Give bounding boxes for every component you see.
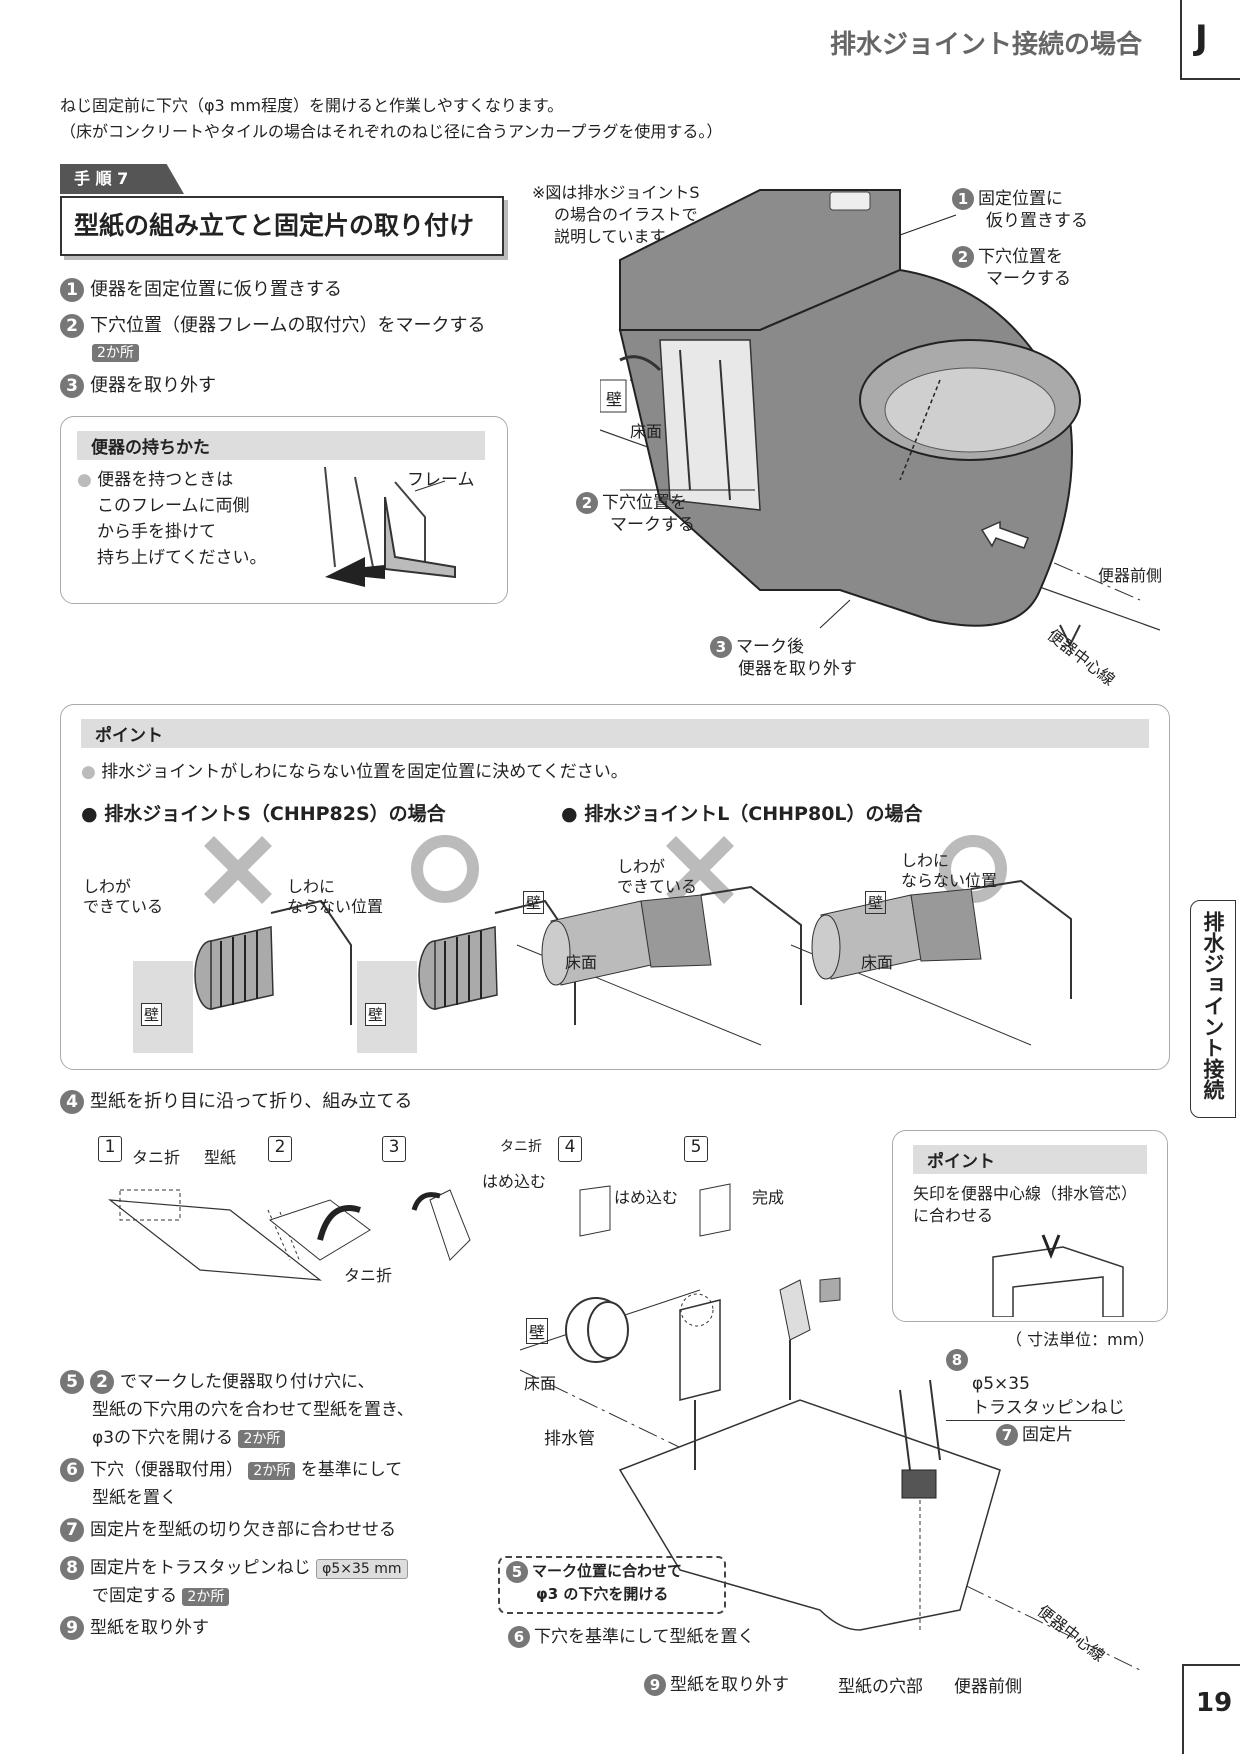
cross-mark-l xyxy=(666,836,734,904)
fold-step-5-num: 5 xyxy=(684,1136,708,1162)
s-wall-label-2: 壁 xyxy=(365,1003,387,1026)
figure-floor-label: 床面 xyxy=(630,422,663,441)
figure-front-label: 便器前側 xyxy=(1098,566,1163,585)
frame-illustration xyxy=(324,466,456,587)
point-box-bullet: ● 排水ジョイントがしわにならない位置を固定位置に決めてください。 xyxy=(81,762,628,782)
point-box-2-title: ポイント xyxy=(913,1145,1147,1174)
section-tab-letter: J xyxy=(1195,18,1208,58)
install-wall-label: 壁 xyxy=(526,1318,549,1344)
carry-box-text: ● 便器を持つときは このフレームに両側 から手を掛けて 持ち上げてください。 xyxy=(77,470,267,568)
fold-step-3-num: 3 xyxy=(382,1136,406,1162)
case-s-heading: ● 排水ジョイントS（CHHP82S）の場合 xyxy=(81,803,446,825)
step-label: 手 順 7 xyxy=(60,164,184,194)
screw-callout: 8 φ5×35 トラスタッピンねじ xyxy=(946,1348,1125,1421)
toilet-illustration xyxy=(600,189,1160,648)
fold-illustrations xyxy=(108,1183,731,1281)
case-l-heading: ● 排水ジョイントL（CHHP80L）の場合 xyxy=(561,803,923,825)
carry-box: 便器の持ちかた ● 便器を持つときは このフレームに両側 から手を掛けて 持ち上… xyxy=(60,416,508,604)
side-tab: 排水ジョイント接続 xyxy=(1190,900,1236,1118)
fold-label-taniori-2: タニ折 xyxy=(344,1266,393,1285)
s-no-wrinkle-label: しわに ならない位置 xyxy=(287,877,384,916)
cross-mark-s xyxy=(204,836,272,904)
l-wall-label-2: 壁 xyxy=(865,891,887,914)
l-floor-label-2: 床面 xyxy=(861,953,894,972)
fold-step-4-num: 4 xyxy=(558,1136,582,1162)
unit-note: （ 寸法単位：mm） xyxy=(1006,1330,1155,1349)
circle-mark-l xyxy=(939,835,1007,903)
l-wall-label-1: 壁 xyxy=(523,891,545,914)
fold-label-kansei: 完成 xyxy=(752,1188,785,1207)
point-box-title: ポイント xyxy=(81,719,1149,748)
install-front-label: 便器前側 xyxy=(954,1677,1022,1697)
fold-step-1-num: 1 xyxy=(98,1136,122,1162)
figure-wall-label: 壁 xyxy=(606,390,623,409)
intro-line-1: ねじ固定前に下穴（φ3 mm程度）を開けると作業しやすくなります。 xyxy=(60,96,564,115)
page-number: 19 xyxy=(1196,1688,1233,1718)
arrow-alignment-illustration xyxy=(992,1234,1124,1317)
frame-label: フレーム xyxy=(407,470,475,490)
s-wrinkle-label: しわが できている xyxy=(83,877,164,916)
l-no-wrinkle-label: しわに ならない位置 xyxy=(901,851,998,890)
l-floor-label-1: 床面 xyxy=(565,953,598,972)
fold-label-hamekomu-2: はめ込む xyxy=(614,1188,679,1207)
point-box: ポイント ● 排水ジョイントがしわにならない位置を固定位置に決めてください。 ●… xyxy=(60,704,1170,1070)
install-illustration xyxy=(519,1277,1140,1671)
install-floor-label: 床面 xyxy=(524,1374,557,1393)
circle-mark-s xyxy=(411,835,479,903)
fold-label-taniori-3: タニ折 xyxy=(500,1139,542,1155)
s-wall-label-1: 壁 xyxy=(141,1003,163,1026)
fold-label-katagami: 型紙 xyxy=(204,1148,237,1167)
fold-step-2-num: 2 xyxy=(268,1136,292,1162)
l-wrinkle-label: しわが できている xyxy=(617,857,698,896)
header-title: 排水ジョイント接続の場合 xyxy=(830,30,1143,60)
drain-pipe-label: 排水管 xyxy=(544,1429,595,1449)
fold-label-taniori-1: タニ折 xyxy=(132,1148,181,1167)
point-box-2: ポイント 矢印を便器中心線（排水管芯） に合わせる xyxy=(892,1130,1168,1322)
figure-note: ※図は排水ジョイントS の場合のイラストで 説明しています。 xyxy=(532,183,700,246)
step-title: 型紙の組み立てと固定片の取り付け xyxy=(60,196,504,256)
header-divider xyxy=(1180,0,1182,80)
step-item-2-badge: 2か所 xyxy=(92,342,139,362)
page-header: 排水ジョイント接続の場合 J xyxy=(0,0,1240,80)
carry-box-title: 便器の持ちかた xyxy=(77,431,485,460)
fold-label-hamekomu-1: はめ込む xyxy=(482,1172,547,1191)
intro-line-2: （床がコンクリートやタイルの場合はそれぞれのねじ径に合うアンカープラグを使用する… xyxy=(60,122,723,141)
template-hole-label: 型紙の穴部 xyxy=(838,1677,923,1697)
point-box-2-text: 矢印を便器中心線（排水管芯） に合わせる xyxy=(913,1184,1138,1225)
joint-illustrations xyxy=(133,835,1072,1053)
